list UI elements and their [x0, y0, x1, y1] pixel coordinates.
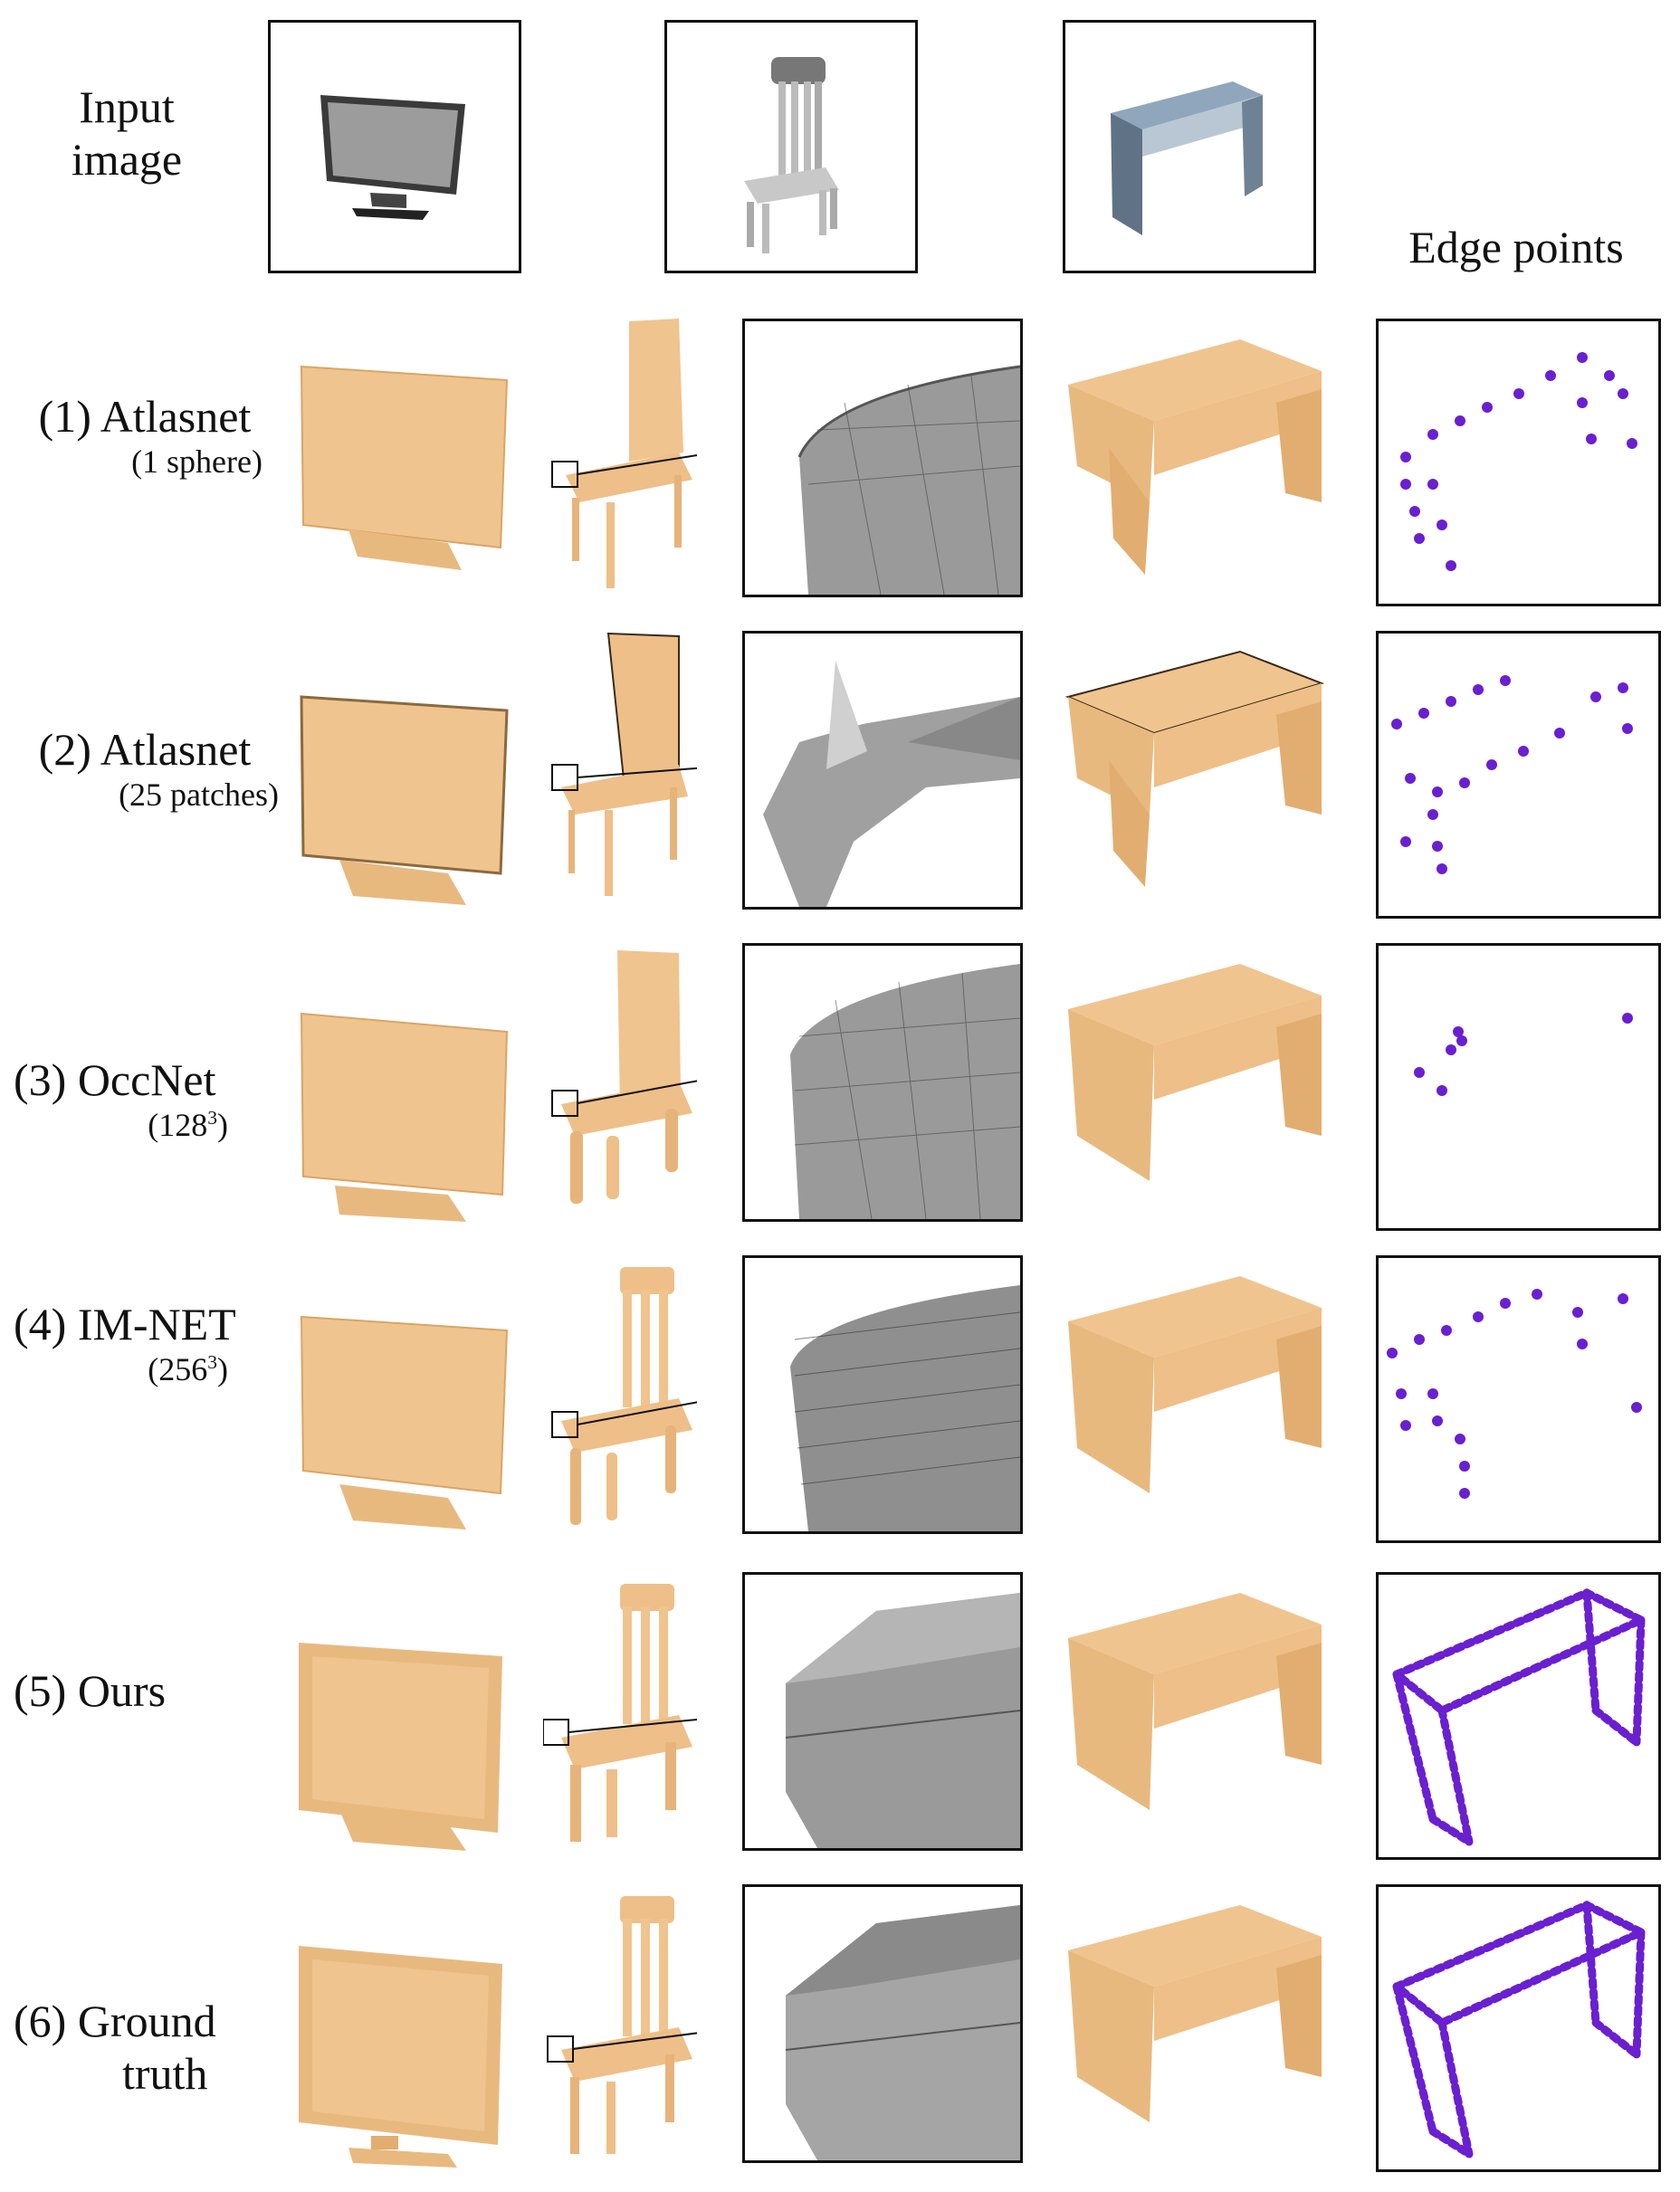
row-label-1: (1) Atlasnet (1 sphere) [0, 391, 290, 481]
edge-points-1 [1400, 352, 1637, 571]
chair-render-6 [543, 1892, 697, 2163]
zoom-view-1 [742, 319, 1023, 597]
edge-points-box-5 [1376, 1572, 1661, 1860]
edge-points-box-4 [1376, 1255, 1661, 1543]
edge-points-5 [1392, 1588, 1651, 1846]
input-image-monitor [268, 20, 521, 273]
row-num: (3) [14, 1054, 67, 1105]
row-num: (2) [38, 724, 91, 775]
row-num: (5) [14, 1665, 67, 1716]
row-label-3: (3) OccNet (1283) [0, 1054, 290, 1144]
input-image-label: Input image [36, 81, 217, 186]
edge-points-2 [1391, 675, 1633, 874]
input-image-desk [1063, 20, 1316, 273]
chair-render-5 [543, 1579, 697, 1851]
row-method: OccNet [77, 1054, 216, 1105]
edge-points-box-1 [1376, 319, 1661, 606]
monitor-render-5 [285, 1629, 520, 1855]
monitor-render-6 [285, 1932, 520, 2168]
edge-points-4 [1387, 1289, 1642, 1499]
desk-render-1 [1059, 330, 1331, 593]
row-detail: truth [122, 2047, 208, 2099]
row-method: Ours [77, 1665, 167, 1716]
row-label-4: (4) IM-NET (2563) [0, 1299, 290, 1388]
row-num: (1) [38, 391, 91, 442]
row-num: (4) [14, 1299, 67, 1349]
edge-points-6 [1392, 1901, 1651, 2159]
row-label-6: (6) Ground truth [0, 1996, 290, 2100]
row-detail-tail: ) [217, 1106, 228, 1143]
monitor-render-4 [285, 1312, 520, 1539]
row-method: Atlasnet [100, 724, 252, 775]
chair-render-2 [543, 629, 697, 901]
row-label-5: (5) Ours [0, 1665, 290, 1718]
row-detail-sup: 3 [207, 1106, 217, 1129]
input-image-chair [664, 20, 918, 273]
zoom-view-2 [742, 631, 1023, 910]
edge-points-box-2 [1376, 631, 1661, 919]
desk-render-6 [1059, 1896, 1331, 2159]
row-detail-tail: ) [217, 1350, 228, 1387]
edge-points-box-3 [1376, 943, 1661, 1231]
row-detail: (1 sphere) [131, 443, 262, 480]
monitor-render-3 [285, 1005, 520, 1231]
chair-render-1 [543, 317, 697, 588]
edge-points-box-6 [1376, 1884, 1661, 2172]
row-detail: (128 [148, 1106, 208, 1143]
input-label-line2: image [71, 133, 183, 185]
row-method: IM-NET [77, 1299, 236, 1349]
row-detail-sup: 3 [207, 1350, 217, 1373]
input-label-line1: Input [79, 81, 175, 132]
row-detail: (256 [148, 1350, 208, 1387]
row-method: Atlasnet [100, 391, 252, 442]
row-num: (6) [14, 1996, 67, 2046]
desk-render-3 [1059, 955, 1331, 1217]
monitor-render-1 [285, 353, 520, 579]
row-label-2: (2) Atlasnet (25 patches) [0, 724, 290, 814]
desk-render-5 [1059, 1584, 1331, 1846]
chair-render-3 [543, 946, 697, 1217]
desk-render-2 [1059, 643, 1331, 905]
row-method: Ground [77, 1996, 216, 2046]
zoom-view-5 [742, 1572, 1023, 1851]
edge-points-3 [1414, 1013, 1633, 1096]
desk-render-4 [1059, 1267, 1331, 1530]
zoom-view-4 [742, 1255, 1023, 1534]
monitor-render-2 [285, 688, 520, 914]
edge-points-label: Edge points [1408, 222, 1624, 272]
zoom-view-3 [742, 943, 1023, 1222]
chair-render-4 [543, 1263, 697, 1534]
zoom-view-6 [742, 1884, 1023, 2163]
row-detail: (25 patches) [119, 776, 279, 813]
